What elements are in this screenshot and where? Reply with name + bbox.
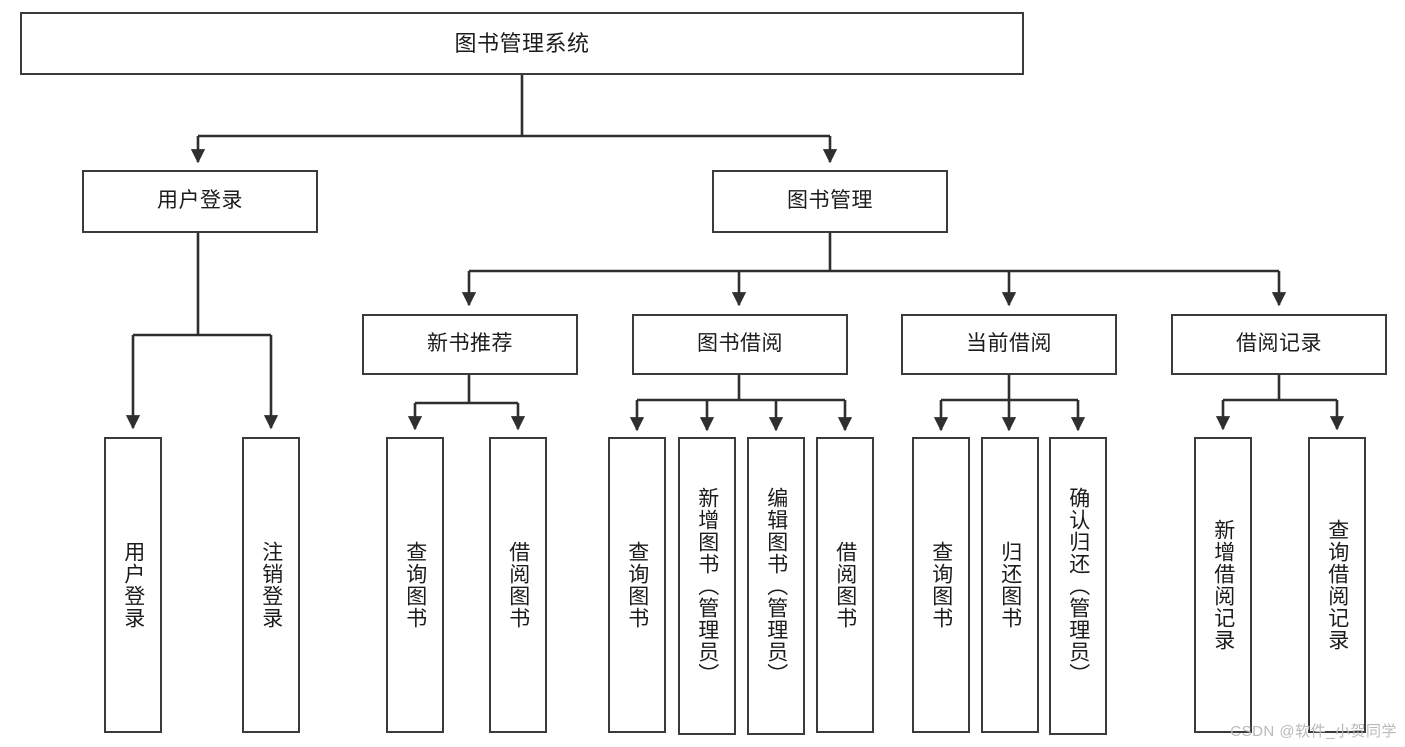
leaf-borrow-record-add[interactable]: 新增借阅记录: [1194, 437, 1252, 733]
node-label: 查询图书: [929, 541, 953, 629]
node-root-system[interactable]: 图书管理系统: [20, 12, 1024, 75]
node-label: 新增借阅记录: [1211, 519, 1235, 651]
leaf-current-borrow-query[interactable]: 查询图书: [912, 437, 970, 733]
node-label: 新增图书（管理员）: [695, 487, 719, 685]
leaf-new-book-query[interactable]: 查询图书: [386, 437, 444, 733]
leaf-borrow-record-query[interactable]: 查询借阅记录: [1308, 437, 1366, 733]
leaf-book-borrow-borrow[interactable]: 借阅图书: [816, 437, 874, 733]
node-borrow-record[interactable]: 借阅记录: [1171, 314, 1387, 375]
node-label: 借阅图书: [506, 541, 530, 629]
leaf-user-login-logout[interactable]: 注销登录: [242, 437, 300, 733]
leaf-current-borrow-return[interactable]: 归还图书: [981, 437, 1039, 733]
node-new-book-recommend[interactable]: 新书推荐: [362, 314, 578, 375]
node-label: 查询图书: [403, 541, 427, 629]
csdn-watermark: CSDN @软件_小贺同学: [1230, 723, 1397, 740]
node-label: 借阅图书: [833, 541, 857, 629]
leaf-new-book-borrow[interactable]: 借阅图书: [489, 437, 547, 733]
node-label: 用户登录: [121, 541, 145, 629]
node-user-login[interactable]: 用户登录: [82, 170, 318, 233]
leaf-current-borrow-confirm-return[interactable]: 确认归还（管理员）: [1049, 437, 1107, 735]
node-label: 确认归还（管理员）: [1066, 487, 1090, 685]
node-label: 归还图书: [998, 541, 1022, 629]
node-label: 注销登录: [259, 541, 283, 629]
node-label: 用户登录: [157, 189, 243, 213]
node-label: 借阅记录: [1236, 332, 1322, 356]
leaf-book-borrow-query[interactable]: 查询图书: [608, 437, 666, 733]
node-label: 查询图书: [625, 541, 649, 629]
leaf-book-borrow-edit[interactable]: 编辑图书（管理员）: [747, 437, 805, 735]
node-book-management[interactable]: 图书管理: [712, 170, 948, 233]
node-book-borrow[interactable]: 图书借阅: [632, 314, 848, 375]
node-label: 图书管理系统: [454, 30, 590, 56]
node-label: 编辑图书（管理员）: [764, 487, 788, 685]
leaf-book-borrow-add[interactable]: 新增图书（管理员）: [678, 437, 736, 735]
node-label: 新书推荐: [427, 332, 513, 356]
leaf-user-login-login[interactable]: 用户登录: [104, 437, 162, 733]
node-current-borrow[interactable]: 当前借阅: [901, 314, 1117, 375]
node-label: 图书管理: [787, 189, 873, 213]
node-label: 图书借阅: [697, 332, 783, 356]
node-label: 当前借阅: [966, 332, 1052, 356]
node-label: 查询借阅记录: [1325, 519, 1349, 651]
